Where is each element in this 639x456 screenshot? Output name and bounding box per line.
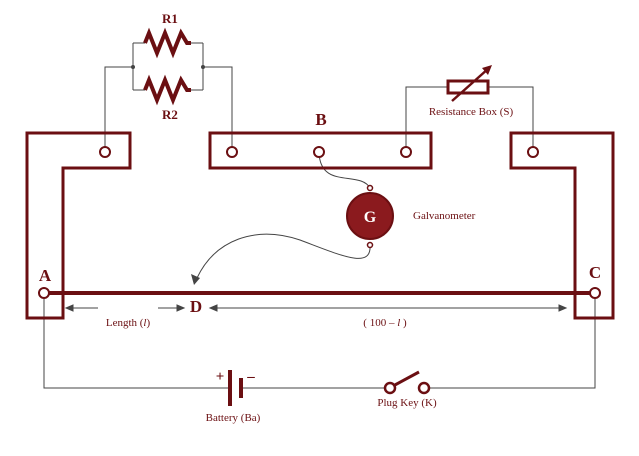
label-length-prefix: Length ( xyxy=(106,317,144,329)
label-c: C xyxy=(589,263,601,282)
measurement-arrows xyxy=(64,304,568,312)
label-minus: – xyxy=(246,369,255,385)
wires xyxy=(43,42,596,389)
text-labels: R1 R2 B Resistance Box (S) G Galvanomete… xyxy=(39,11,601,424)
label-d: D xyxy=(190,297,202,316)
wire-resistance-box-to-right xyxy=(488,86,534,150)
wire-galvanometer-to-jockey xyxy=(196,233,371,279)
resistor-r2 xyxy=(143,74,191,106)
terminal-left-strip xyxy=(99,146,111,158)
jockey-arrow-head xyxy=(191,274,200,285)
plug-key-terminal-left xyxy=(383,381,397,395)
length-arrow-right-head xyxy=(176,304,186,312)
label-a: A xyxy=(39,266,52,285)
label-plus: + xyxy=(216,369,225,385)
wire-bottom-right xyxy=(424,293,596,389)
wire-left-to-resistors xyxy=(104,66,133,150)
battery xyxy=(228,370,243,406)
length-arrow-left-head xyxy=(64,304,74,312)
label-remainder-var: l xyxy=(397,317,400,329)
galvanometer xyxy=(346,184,394,249)
label-remainder-prefix: ( 100 – xyxy=(363,317,397,329)
plug-key xyxy=(383,370,431,395)
resistance-box-arrow-head xyxy=(482,65,492,75)
left-strip xyxy=(25,131,132,320)
label-plug-key: Plug Key (K) xyxy=(377,397,437,409)
terminals xyxy=(99,146,539,158)
wire-b-to-galvanometer xyxy=(318,151,371,189)
terminal-b-left xyxy=(226,146,238,158)
plug-key-lever xyxy=(392,370,420,388)
label-r1: R1 xyxy=(162,11,178,26)
middle-strip-b xyxy=(208,131,433,170)
remainder-arrow-right-head xyxy=(558,304,568,312)
label-length-var: l xyxy=(143,317,146,329)
label-b: B xyxy=(315,110,326,129)
resistance-box xyxy=(446,65,492,102)
terminal-a xyxy=(38,287,50,299)
terminal-c xyxy=(589,287,601,299)
resistor-r1 xyxy=(143,27,191,59)
wire-bottom-left xyxy=(43,293,228,389)
plug-key-terminal-right xyxy=(417,381,431,395)
galvanometer-terminal-bottom xyxy=(366,241,374,249)
label-galvanometer: Galvanometer xyxy=(413,210,476,222)
label-length: Length (l) xyxy=(106,317,151,329)
right-strip xyxy=(509,131,615,320)
label-battery: Battery (Ba) xyxy=(206,412,261,424)
label-length-suffix: ) xyxy=(146,317,150,329)
remainder-arrow-left-head xyxy=(208,304,218,312)
resistor-junction-right xyxy=(201,65,205,69)
terminal-b-right xyxy=(400,146,412,158)
terminal-b-middle xyxy=(313,146,325,158)
resistor-junction-left xyxy=(131,65,135,69)
label-galvanometer-symbol: G xyxy=(364,209,377,226)
label-remainder: ( 100 – l ) xyxy=(363,317,407,329)
galvanometer-terminal-top xyxy=(366,184,374,192)
terminal-right-strip xyxy=(527,146,539,158)
label-r2: R2 xyxy=(162,107,178,122)
wire-resistors-to-b xyxy=(203,66,233,150)
resistance-box-arrow-shaft xyxy=(451,67,490,102)
wire-b-to-resistance-box xyxy=(405,86,448,150)
label-remainder-suffix: ) xyxy=(400,317,407,329)
galvanometer-body xyxy=(346,192,394,240)
label-resistance-box: Resistance Box (S) xyxy=(429,106,514,118)
